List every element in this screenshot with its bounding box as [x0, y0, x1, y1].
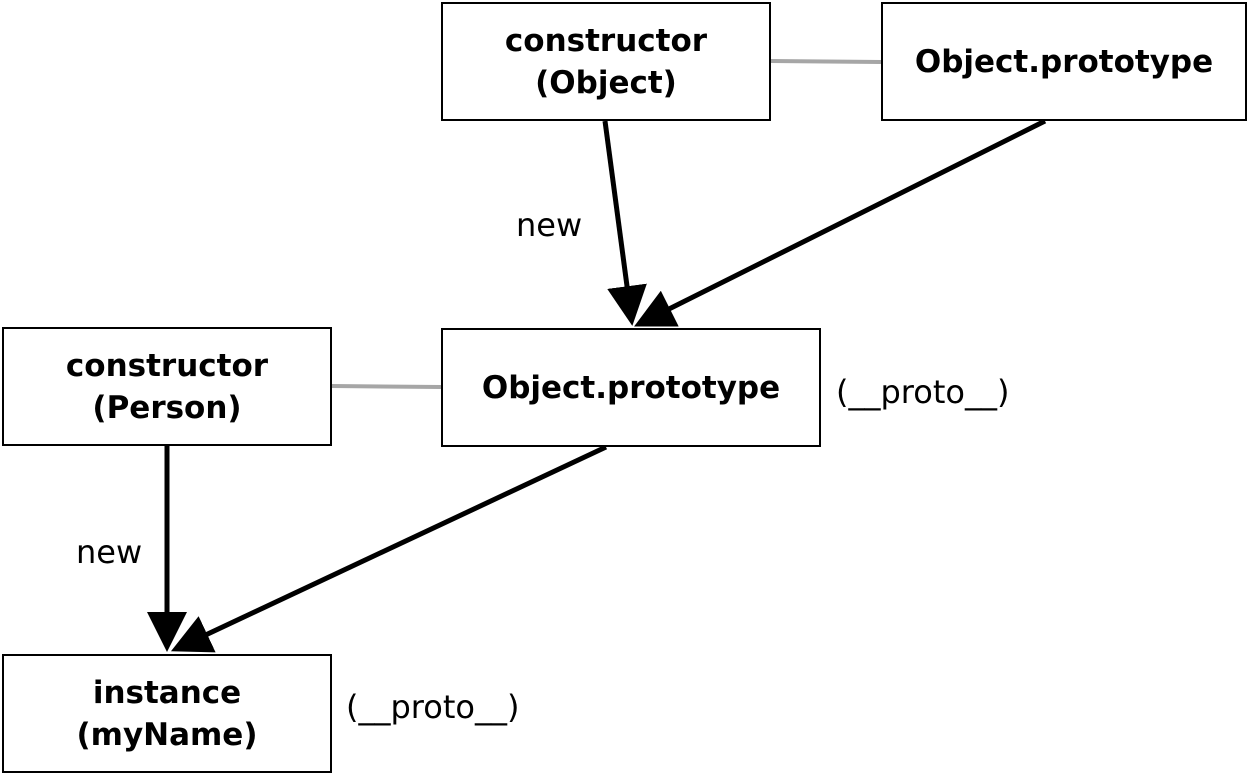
- node-line: (Person): [92, 389, 242, 426]
- node-line: constructor: [504, 22, 708, 59]
- node-line: instance: [92, 674, 242, 711]
- node-constructor-object: constructor (Object): [441, 2, 771, 121]
- edge-label-new-object: new: [516, 206, 583, 244]
- node-line: (myName): [76, 716, 258, 753]
- node-line: Object.prototype: [481, 369, 781, 406]
- link-ctor-object-to-proto: [770, 59, 882, 64]
- node-object-prototype-mid: Object.prototype: [441, 328, 821, 447]
- node-constructor-person: constructor (Person): [2, 327, 332, 446]
- arrow-proto-top-to-mid: [634, 118, 1047, 327]
- arrow-new-object: [602, 120, 647, 326]
- node-line: Object.prototype: [914, 43, 1214, 80]
- arrow-proto-mid-to-instance: [170, 444, 608, 653]
- node-object-prototype-top: Object.prototype: [881, 2, 1247, 121]
- edge-label-proto-mid: (__proto__): [836, 373, 1010, 411]
- edge-label-new-person: new: [76, 533, 143, 571]
- node-instance: instance (myName): [2, 654, 332, 773]
- edge-label-proto-instance: (__proto__): [346, 688, 520, 726]
- node-line: (Object): [535, 64, 677, 101]
- node-line: constructor: [65, 347, 269, 384]
- link-ctor-person-to-proto: [331, 384, 442, 389]
